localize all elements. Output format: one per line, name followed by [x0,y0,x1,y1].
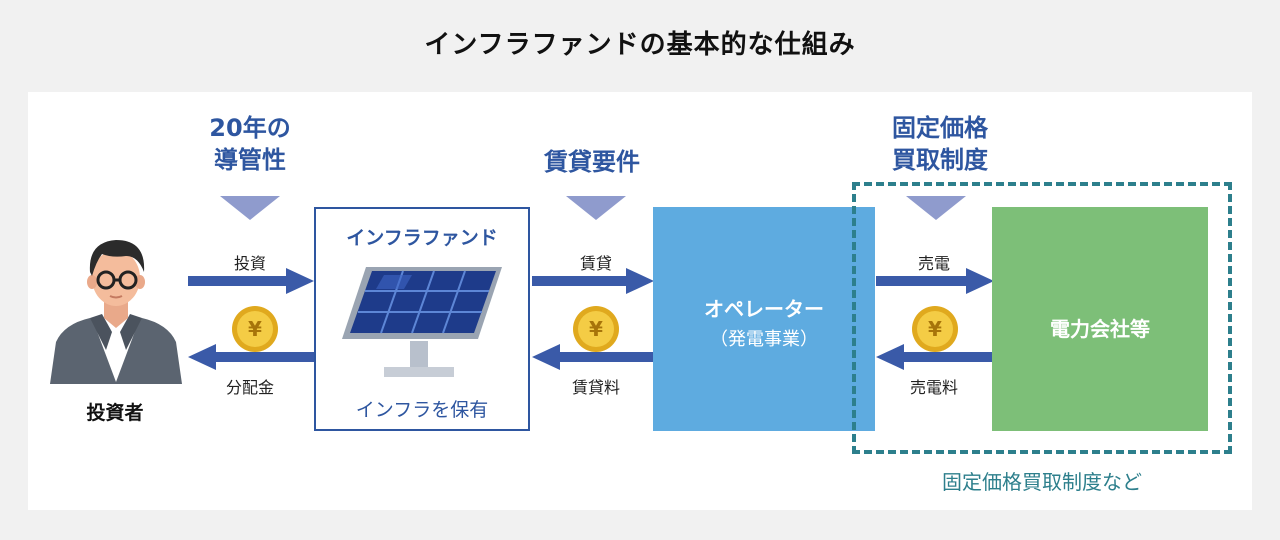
power-company-label: 電力会社等 [1050,317,1150,341]
lease-requirement-header: 賃貸要件 [544,148,640,176]
sell-power-label: 売電 [917,254,950,273]
operator-label: オペレーター [704,297,824,321]
tenure-header: 20年の 導管性 [170,112,330,176]
operator-box: オペレーター （発電事業） [653,207,875,431]
fit-header-line2: 買取制度 [892,146,988,174]
operator-sublabel: （発電事業） [710,329,818,350]
distribution-arrow-icon [188,344,314,370]
lease-label: 賃貸 [579,254,612,273]
tenure-header-line2: 導管性 [214,146,286,174]
sell-power-arrow-icon [876,268,994,294]
power-fee-coin-icon: ¥ [912,306,958,352]
power-company-box: 電力会社等 [992,207,1208,431]
investor-label: 投資者 [86,402,144,424]
invest-label: 投資 [233,254,266,273]
fit-region-border [852,182,1232,454]
lease-fee-coin-icon: ¥ [573,306,619,352]
fund-title: インフラファンド [346,227,498,249]
power-fee-label: 売電料 [909,378,958,397]
fund-subtitle: インフラを保有 [355,399,489,421]
lease-arrow-icon [532,268,654,294]
lease-fee-label: 賃貸料 [571,378,620,397]
fit-note: 固定価格買取制度など [942,470,1142,494]
investor-person-icon [50,240,182,384]
tenure-triangle-icon [220,196,280,220]
fit-header-line1: 固定価格 [892,114,988,142]
fit-triangle-icon [906,196,966,220]
infrastructure-fund-box: インフラファンド インフラを保有 [314,207,530,431]
distribution-coin-symbol: ¥ [248,317,262,341]
distribution-coin-icon: ¥ [232,306,278,352]
distribution-label: 分配金 [225,378,274,397]
tenure-header-line1: 20年の [209,114,291,142]
lease-fee-arrow-icon [532,344,654,370]
solar-panel-icon [342,267,502,377]
page-title: インフラファンドの基本的な仕組み [424,30,856,60]
power-fee-arrow-icon [876,344,994,370]
power-fee-coin-symbol: ¥ [928,317,942,341]
fit-header: 固定価格 買取制度 [860,112,1020,176]
invest-arrow-icon [188,268,314,294]
lease-triangle-icon [566,196,626,220]
lease-fee-coin-symbol: ¥ [589,317,603,341]
